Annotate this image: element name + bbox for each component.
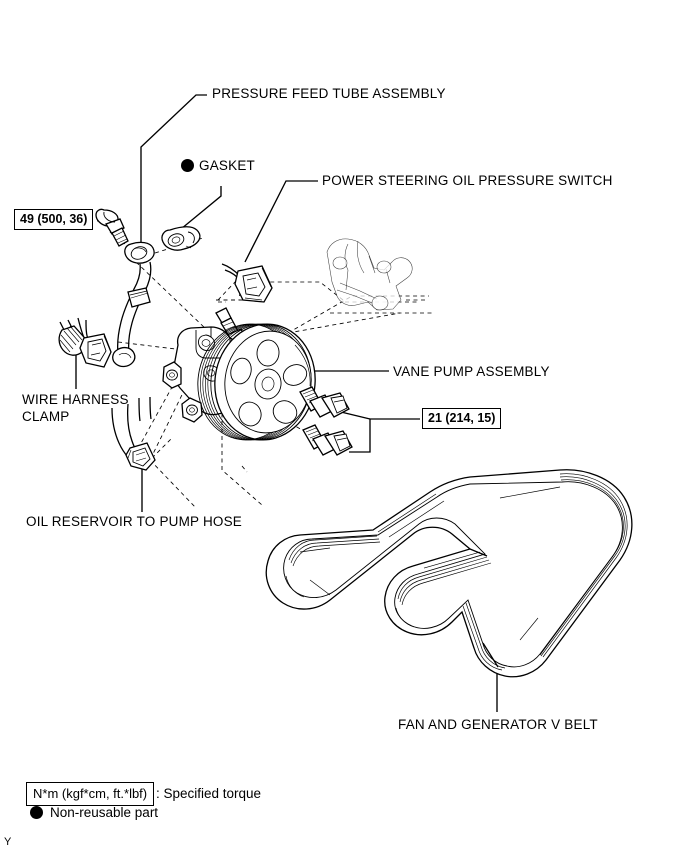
leader-lines [75, 94, 498, 712]
fan-and-generator-v-belt-part [265, 469, 633, 678]
callout-wire-harness-clamp: WIRE HARNESS CLAMP [22, 392, 129, 424]
power-steering-oil-pressure-switch-part [221, 263, 273, 303]
pump-mount-bolt-upper [299, 386, 350, 418]
legend-non-reusable-dot-icon [30, 806, 43, 819]
leader-torque-21-upper [340, 411, 371, 420]
oil-reservoir-to-pump-hose-part [111, 396, 156, 471]
non-reusable-dot-icon [181, 159, 194, 172]
leader-gasket [180, 186, 222, 230]
callout-vane-pump-assembly: VANE PUMP ASSEMBLY [393, 364, 550, 379]
leader-torque-21-lower [349, 418, 420, 453]
pressure-feed-tube-part [112, 241, 155, 368]
pump-mount-bolt-lower [302, 424, 353, 456]
vane-pump-assembly-part [162, 307, 316, 441]
callout-gasket: GASKET [199, 158, 255, 173]
callout-power-steering-oil-pressure-switch: POWER STEERING OIL PRESSURE SWITCH [322, 173, 613, 188]
union-bolt-part [95, 208, 129, 247]
legend-torque-key-box: N*m (kgf*cm, ft.*lbf) [26, 782, 155, 806]
pump-pulley [197, 323, 316, 441]
torque-spec-pressure-feed-union-bolt: 49 (500, 36) [14, 209, 94, 230]
leader-pressure-feed-tube [140, 94, 207, 244]
legend-non-reusable-meaning: Non-reusable part [50, 805, 159, 820]
gasket-part [161, 226, 201, 251]
torque-spec-pump-mount-bolts: 21 (214, 15) [422, 408, 502, 429]
callout-pressure-feed-tube-assembly: PRESSURE FEED TUBE ASSEMBLY [212, 86, 446, 101]
callout-fan-and-generator-v-belt: FAN AND GENERATOR V BELT [398, 717, 598, 732]
wire-harness-clamp-part [58, 317, 112, 368]
page-marker: Y [4, 836, 12, 848]
leader-pressure-switch [244, 180, 318, 263]
engine-bracket-ghost [326, 238, 413, 311]
legend-torque-meaning: : Specified torque [156, 786, 262, 801]
callout-oil-reservoir-to-pump-hose: OIL RESERVOIR TO PUMP HOSE [26, 514, 243, 529]
